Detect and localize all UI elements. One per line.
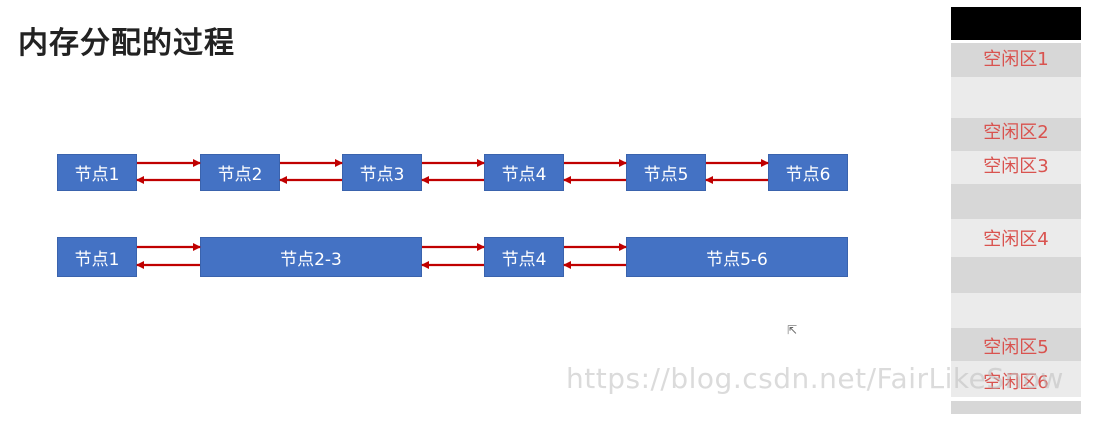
watermark: https://blog.csdn.net/FairLikeSnow: [566, 362, 1064, 395]
memory-label-free-2: 空闲区2: [983, 122, 1049, 143]
mouse-cursor-icon: ⇱: [787, 323, 798, 337]
memory-block-used: [951, 401, 1081, 414]
row1-node-2: 节点2: [200, 154, 280, 191]
memory-column: 空闲区1 空闲区2 空闲区3 空闲区4 空闲区5 空闲区6: [951, 7, 1081, 416]
memory-block-used: [951, 77, 1081, 118]
memory-block-free-3: [951, 151, 1081, 184]
row2-node-1: 节点1: [57, 237, 137, 277]
memory-label-free-6: 空闲区6: [983, 372, 1049, 393]
row2-node-5-6: 节点5-6: [626, 237, 848, 277]
memory-block-used: [951, 184, 1081, 219]
memory-block-free-2: [951, 118, 1081, 151]
row1-node-5: 节点5: [626, 154, 706, 191]
page-title: 内存分配的过程: [18, 26, 235, 61]
memory-label-free-5: 空闲区5: [983, 337, 1049, 358]
memory-block-free-5: [951, 328, 1081, 361]
memory-block-used: [951, 257, 1081, 293]
memory-label-free-4: 空闲区4: [983, 229, 1049, 250]
memory-block-free-6: [951, 361, 1081, 397]
row2-node-2-3: 节点2-3: [200, 237, 422, 277]
memory-block-used: [951, 293, 1081, 328]
memory-header-block: [951, 7, 1081, 40]
row1-node-6: 节点6: [768, 154, 848, 191]
row2-node-4: 节点4: [484, 237, 564, 277]
memory-label-free-1: 空闲区1: [983, 49, 1049, 70]
row1-node-3: 节点3: [342, 154, 422, 191]
row1-node-1: 节点1: [57, 154, 137, 191]
memory-label-free-3: 空闲区3: [983, 156, 1049, 177]
memory-block-free-1: [951, 43, 1081, 77]
memory-block-free-4: [951, 219, 1081, 257]
row1-node-4: 节点4: [484, 154, 564, 191]
